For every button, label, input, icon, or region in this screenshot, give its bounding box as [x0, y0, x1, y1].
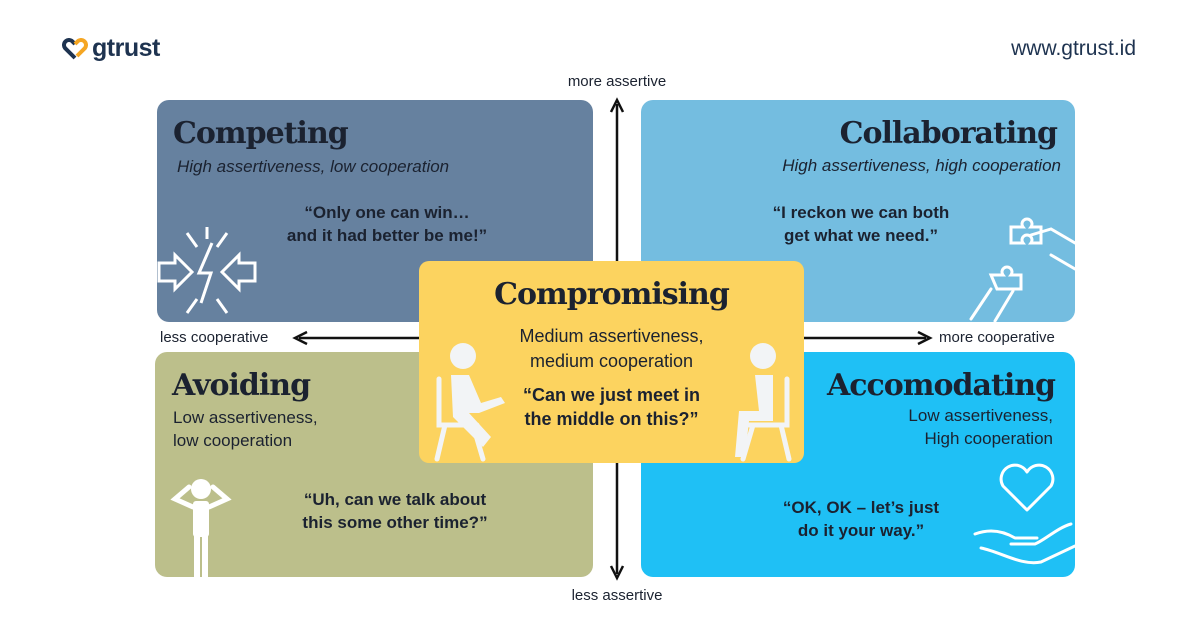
arrow-left-icon [292, 330, 308, 346]
accomodating-quote: “OK, OK – let’s just do it your way.” [741, 496, 981, 542]
avoiding-quadrant: Avoiding Low assertiveness, low cooperati… [155, 352, 593, 577]
covering-ears-person-icon [170, 479, 232, 577]
compromising-box: Compromising Medium assertiveness, medium… [419, 261, 804, 463]
logo: gtrust [62, 34, 160, 63]
quote-line: get what we need.” [784, 226, 938, 245]
quote-line: “I reckon we can both [772, 203, 950, 222]
avoiding-subtitle: Low assertiveness, low cooperation [173, 406, 318, 452]
quote-line: “Only one can win… [304, 203, 470, 222]
quote-line: “OK, OK – let’s just [782, 498, 940, 517]
competing-subtitle: High assertiveness, low cooperation [177, 157, 450, 176]
seated-person-left-icon [434, 343, 505, 462]
axis-label-left: less cooperative [160, 329, 269, 346]
collaborating-subtitle: High assertiveness, high cooperation [782, 156, 1061, 175]
avoiding-title: Avoiding [172, 368, 311, 403]
subtitle-line: medium cooperation [529, 351, 694, 371]
seated-person-right-icon [735, 343, 792, 462]
collaborating-quote: “I reckon we can both get what we need.” [731, 201, 991, 247]
accomodating-title: Accomodating [826, 368, 1056, 403]
quote-line: the middle on this?” [524, 409, 699, 429]
quote-line: “Can we just meet in [522, 385, 701, 405]
heart-in-hand-icon [973, 463, 1075, 565]
logo-text: gtrust [92, 34, 160, 62]
subtitle-line: Medium assertiveness, [519, 326, 704, 346]
avoiding-quote: “Uh, can we talk about this some other ti… [265, 488, 525, 534]
quote-line: “Uh, can we talk about [303, 490, 487, 509]
collaborating-title: Collaborating [839, 116, 1058, 151]
subtitle-line: High cooperation [924, 429, 1053, 448]
subtitle-line: Low assertiveness, [908, 406, 1053, 425]
puzzle-hands-icon [969, 217, 1075, 322]
competing-quote: “Only one can win… and it had better be m… [257, 201, 517, 247]
quote-line: do it your way.” [797, 521, 925, 540]
compromising-quote: “Can we just meet in the middle on this?” [419, 383, 804, 431]
website-link[interactable]: www.gtrust.id [1011, 37, 1136, 60]
subtitle-line: Low assertiveness, [173, 408, 318, 427]
axis-label-right: more cooperative [939, 329, 1055, 346]
compromising-subtitle: Medium assertiveness, medium cooperation [419, 324, 804, 374]
axis-label-top: more assertive [567, 73, 667, 90]
accomodating-subtitle: Low assertiveness, High cooperation [908, 404, 1053, 450]
arrow-down-icon [609, 565, 625, 581]
subtitle-line: low cooperation [173, 431, 293, 450]
competing-title: Competing [173, 116, 349, 151]
competing-quadrant: Competing High assertiveness, low cooper… [157, 100, 593, 322]
quote-line: and it had better be me!” [286, 226, 488, 245]
conflict-arrows-icon [157, 227, 257, 314]
compromising-title: Compromising [494, 277, 730, 312]
quote-line: this some other time?” [302, 513, 488, 532]
arrow-up-icon [609, 97, 625, 113]
axis-label-bottom: less assertive [571, 587, 663, 604]
heart-link-icon [62, 37, 88, 59]
arrow-right-icon [917, 330, 933, 346]
